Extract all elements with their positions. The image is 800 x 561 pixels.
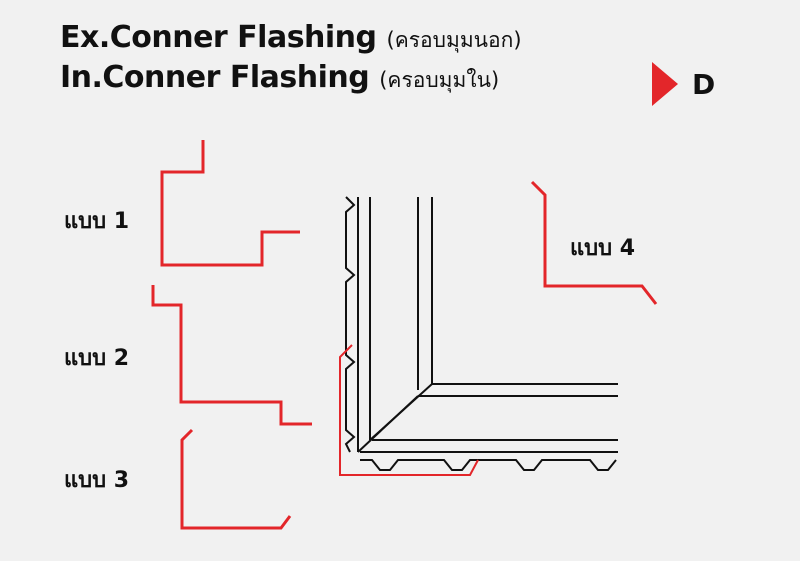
section-letter: D xyxy=(692,67,716,101)
in-corner-title: In.Conner Flashing (ครอบมุมใน) xyxy=(60,60,499,97)
red-triangle-icon xyxy=(652,62,678,106)
in-corner-thai-text: (ครอบมุมใน) xyxy=(379,68,500,92)
type-3-label: แบบ 3 xyxy=(64,468,130,493)
section-marker: D xyxy=(652,62,715,106)
type-2-label: แบบ 2 xyxy=(64,346,130,371)
inner-corner-flashing xyxy=(339,344,479,476)
in-corner-title-text: In.Conner Flashing xyxy=(60,60,370,95)
ex-corner-title-text: Ex.Conner Flashing xyxy=(60,20,377,55)
type-4-profile xyxy=(530,180,658,305)
type-2-profile xyxy=(151,285,312,426)
type-3-profile xyxy=(180,428,292,530)
ex-corner-title: Ex.Conner Flashing (ครอบมุมนอก) xyxy=(60,20,522,57)
type-4-label: แบบ 4 xyxy=(570,236,636,261)
ex-corner-thai-text: (ครอบมุมนอก) xyxy=(386,28,522,52)
corner-wall-drawing xyxy=(344,196,618,471)
type-1-label: แบบ 1 xyxy=(64,209,130,234)
type-1-profile xyxy=(160,140,300,267)
